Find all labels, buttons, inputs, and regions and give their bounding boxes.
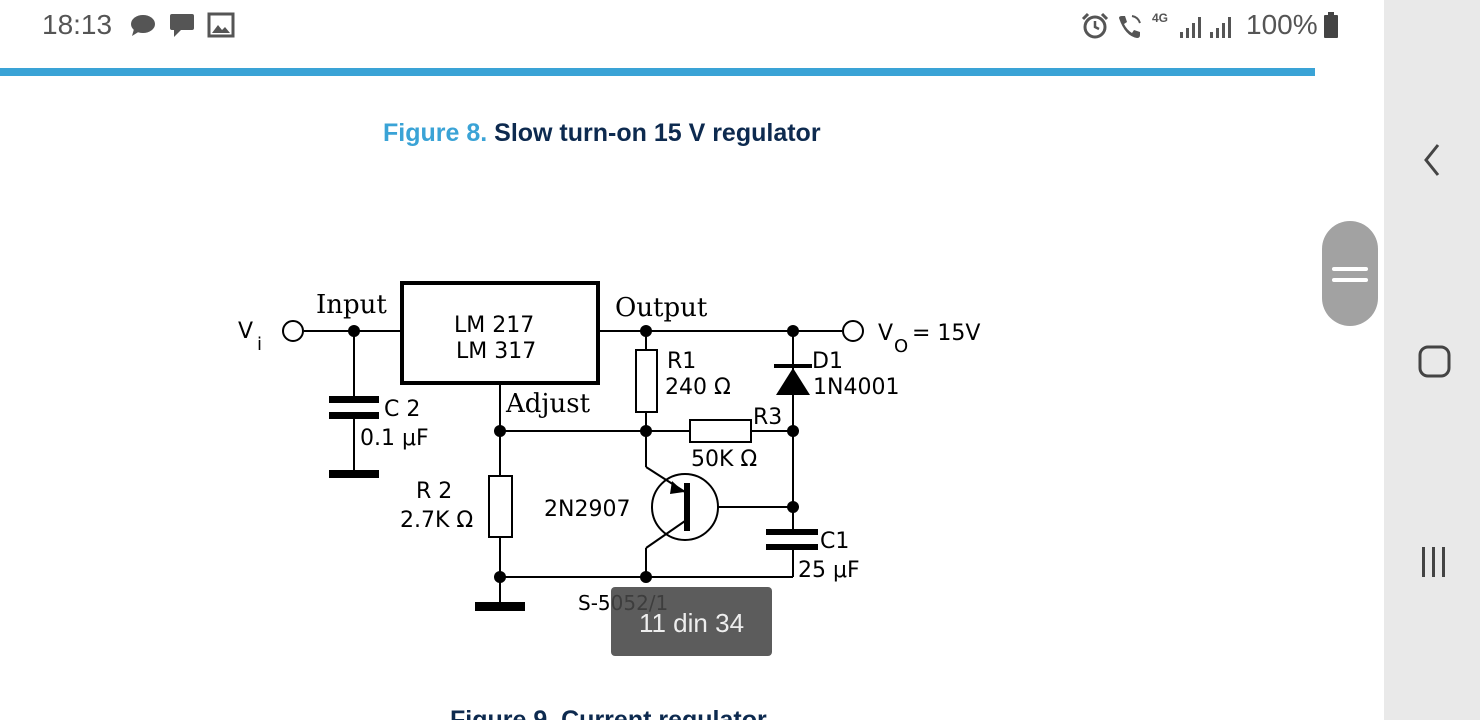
vi-label: V <box>238 319 253 344</box>
image-icon <box>207 12 235 38</box>
output-label: Output <box>615 293 708 323</box>
r1-name: R1 <box>667 349 696 374</box>
navigation-bar <box>1384 0 1480 720</box>
scroll-handle-icon <box>1332 267 1368 282</box>
transistor-label: 2N2907 <box>544 497 630 522</box>
d1-value: 1N4001 <box>813 375 899 400</box>
ic-name-2: LM 317 <box>456 339 536 364</box>
vi-subscript: i <box>257 334 262 355</box>
battery-percent: 100% <box>1246 9 1318 40</box>
signal-icon <box>1180 17 1231 38</box>
c1-name: C1 <box>820 529 849 554</box>
network-type: 4G <box>1152 11 1169 25</box>
battery-icon <box>1324 12 1338 38</box>
status-time: 18:13 <box>42 9 113 40</box>
recents-icon[interactable] <box>1419 545 1449 579</box>
back-icon[interactable] <box>1422 142 1442 178</box>
header-accent-bar <box>0 68 1315 76</box>
figure-caption: Slow turn-on 15 V regulator <box>494 119 821 147</box>
figure-title: Figure 8. Slow turn-on 15 V regulator <box>383 119 821 148</box>
r2-value: 2.7K Ω <box>400 508 473 533</box>
status-bar: 18:13 4G 100% <box>0 0 1384 52</box>
message-icon <box>170 14 194 37</box>
adjust-label: Adjust <box>505 389 591 419</box>
next-figure-title: Figure 9. Current regulator <box>450 706 767 720</box>
input-label: Input <box>316 290 387 320</box>
c1-value: 25 μF <box>798 558 860 583</box>
r3-name: R3 <box>753 405 782 430</box>
chat-bubble-icon <box>131 15 155 36</box>
vo-subscript: O <box>894 336 908 357</box>
c2-value: 0.1 μF <box>360 426 429 451</box>
vo-value: = 15V <box>912 321 980 346</box>
r2-name: R 2 <box>416 479 452 504</box>
figure-number: Figure 8. <box>383 119 488 147</box>
alarm-icon <box>1081 12 1109 39</box>
wifi-call-icon <box>1119 15 1141 38</box>
home-icon[interactable] <box>1417 344 1453 380</box>
c2-name: C 2 <box>384 397 420 422</box>
d1-name: D1 <box>812 349 843 374</box>
scroll-handle[interactable] <box>1322 221 1378 326</box>
r3-value: 50K Ω <box>691 447 757 472</box>
ic-name-1: LM 217 <box>454 313 534 338</box>
r1-value: 240 Ω <box>665 375 731 400</box>
page-indicator: 11 din 34 <box>611 587 772 656</box>
vo-label: V <box>878 321 893 346</box>
